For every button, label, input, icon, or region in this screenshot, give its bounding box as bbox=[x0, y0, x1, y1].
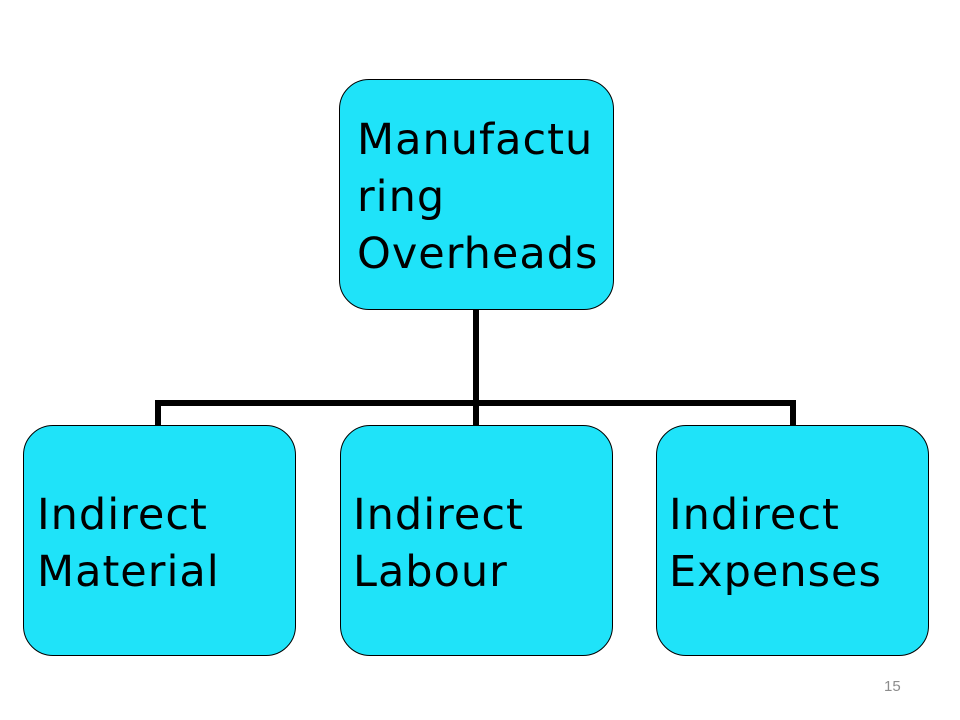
trunk-connector bbox=[473, 309, 479, 406]
page-number: 15 bbox=[884, 678, 901, 695]
child-node-indirect-expenses: Indirect Expenses bbox=[656, 425, 929, 656]
child-node-indirect-material: Indirect Material bbox=[23, 425, 296, 656]
child-node-label: Indirect Labour bbox=[353, 490, 524, 597]
child-node-label: Indirect Expenses bbox=[669, 490, 882, 597]
root-node-label: Manufactu ring Overheads bbox=[357, 115, 599, 279]
branch-connector-labour bbox=[473, 400, 479, 426]
root-node-box: Manufactu ring Overheads bbox=[339, 79, 614, 310]
child-node-label: Indirect Material bbox=[37, 490, 220, 597]
child-node-indirect-labour: Indirect Labour bbox=[340, 425, 613, 656]
branch-connector-material bbox=[155, 400, 161, 426]
branch-connector-expenses bbox=[790, 400, 796, 426]
